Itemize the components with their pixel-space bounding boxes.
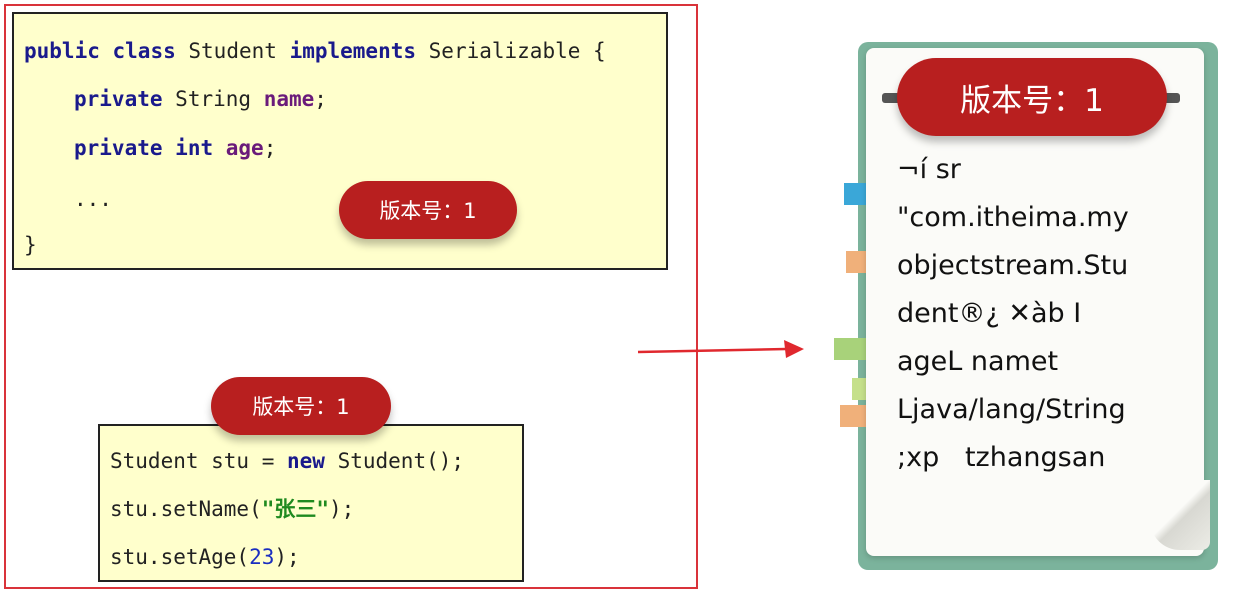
file-line: ;xp tzhangsan [897,442,1106,473]
serialized-file-content: ¬í sr "com.itheima.my objectstream.Stu d… [897,150,1197,486]
class-version-badge: 版本号：1 [339,181,517,239]
class-code-box: public class Student implements Serializ… [12,12,668,270]
code-line-set-age: stu.setAge(23); [110,545,300,569]
code-line-class-declaration: public class Student implements Serializ… [24,39,606,63]
source-frame [4,4,698,589]
code-line-age-field: private int age; [74,136,277,160]
code-line-set-name: stu.setName("张三"); [110,497,355,521]
file-line: "com.itheima.my [897,202,1129,233]
file-version-badge: 版本号：1 [897,58,1167,136]
notebook-tab-lime [852,378,868,400]
notebook-tab-orange-2 [840,405,868,427]
file-line: dent®¿ ✕àb I [897,298,1082,329]
notebook-tab-green [834,338,868,360]
file-line: objectstream.Stu [897,250,1129,281]
code-line-name-field: private String name; [74,87,327,111]
usage-code-box: Student stu = new Student(); stu.setName… [98,424,524,582]
arrow-head [784,340,804,358]
serialize-arrow [637,340,804,358]
code-line-closing-brace: } [24,233,37,257]
file-line: Ljava/lang/String [897,394,1126,425]
notebook-tab-blue [844,183,870,205]
file-line: ¬í sr [897,154,961,185]
file-line: ageL namet [897,346,1059,377]
code-line-new-student: Student stu = new Student(); [110,449,465,473]
notebook-tab-orange [846,251,872,273]
page-curl [1150,480,1210,550]
code-line-ellipsis: ... [74,187,112,211]
usage-version-badge: 版本号：1 [211,377,391,435]
arrow-shaft [637,347,787,354]
